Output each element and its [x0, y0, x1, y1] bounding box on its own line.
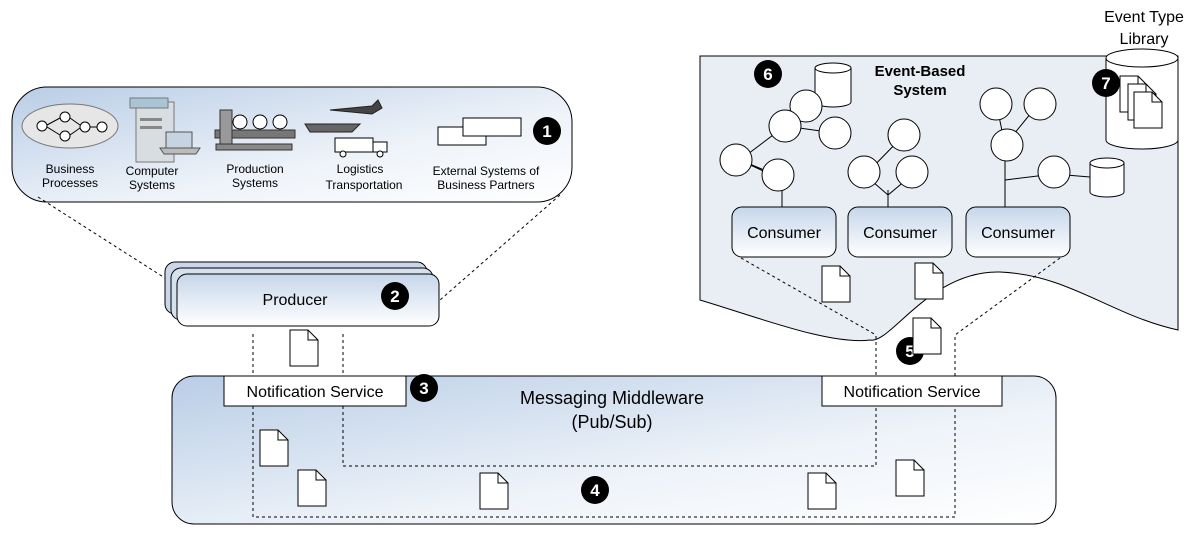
database-icon [1089, 157, 1125, 198]
badge-3: 3 [410, 374, 438, 402]
svg-text:7: 7 [1101, 74, 1110, 93]
notification-service-right-label: Notification Service [844, 384, 981, 401]
notification-service-left[interactable] [223, 375, 407, 407]
event-document-icon [914, 262, 944, 300]
source-label-5a: External Systems of [433, 164, 540, 178]
consumer-label: Consumer [863, 225, 937, 242]
source-label-5b: Business Partners [437, 178, 534, 192]
business-process-icon [21, 103, 119, 149]
badge-6: 6 [754, 60, 782, 88]
document-icon [1133, 91, 1163, 129]
badge-4: 4 [581, 476, 609, 504]
event-document-icon [297, 469, 327, 507]
source-label-4b: Transportation [326, 178, 403, 192]
notification-service-left-label: Notification Service [247, 384, 384, 401]
middleware-title: Messaging Middleware [520, 388, 704, 408]
event-document-icon [479, 472, 509, 510]
middleware-subtitle: (Pub/Sub) [571, 412, 652, 432]
badge-1: 1 [533, 117, 561, 145]
producer-label: Producer [263, 292, 329, 309]
event-document-icon [895, 459, 925, 497]
event-document-icon [912, 317, 942, 355]
svg-text:3: 3 [419, 379, 428, 398]
source-label-1a: Business [46, 162, 95, 176]
producer-box[interactable]: Producer 2 [164, 261, 440, 327]
consumer-tree-2 [847, 118, 929, 208]
consumer-box-1[interactable]: Consumer [731, 206, 837, 258]
library-title-1: Event Type [1104, 9, 1184, 26]
event-based-system-panel: Event-Based System 6 [699, 55, 1179, 342]
external-systems-icon [437, 117, 522, 146]
source-label-2b: Systems [129, 178, 175, 192]
library-title-2: Library [1120, 31, 1169, 48]
consumer-label: Consumer [981, 225, 1055, 242]
event-document-icon [259, 429, 289, 467]
event-document-icon [289, 329, 319, 367]
production-icon [214, 109, 296, 151]
consumer-box-3[interactable]: Consumer [965, 206, 1071, 258]
computer-icon [129, 97, 201, 163]
source-label-3a: Production [226, 162, 283, 176]
svg-text:6: 6 [763, 65, 772, 84]
source-label-4a: Logistics [337, 162, 384, 176]
badge-7: 7 [1092, 69, 1120, 97]
svg-text:5: 5 [905, 342, 914, 361]
badge-2: 2 [381, 282, 409, 310]
svg-text:2: 2 [390, 287, 399, 306]
system-title-1: Event-Based [875, 63, 966, 80]
system-title-2: System [893, 82, 946, 99]
notification-service-right[interactable] [821, 375, 1003, 407]
consumer-box-2[interactable]: Consumer [847, 206, 953, 258]
source-label-3b: Systems [232, 176, 278, 190]
svg-text:1: 1 [542, 122, 551, 141]
consumer-label: Consumer [747, 225, 821, 242]
source-label-1b: Processes [42, 176, 98, 190]
event-document-icon [807, 472, 837, 510]
event-sources-panel: Business Processes Computer Systems Prod… [11, 86, 573, 301]
source-label-2a: Computer [126, 164, 179, 178]
event-document-icon [821, 265, 851, 303]
consumer-tree-1 [719, 89, 852, 208]
consumer-tree-3 [979, 87, 1091, 210]
svg-text:4: 4 [590, 481, 600, 500]
logistics-icon [304, 99, 388, 158]
event-type-library: Event Type Library 7 [1092, 9, 1184, 150]
